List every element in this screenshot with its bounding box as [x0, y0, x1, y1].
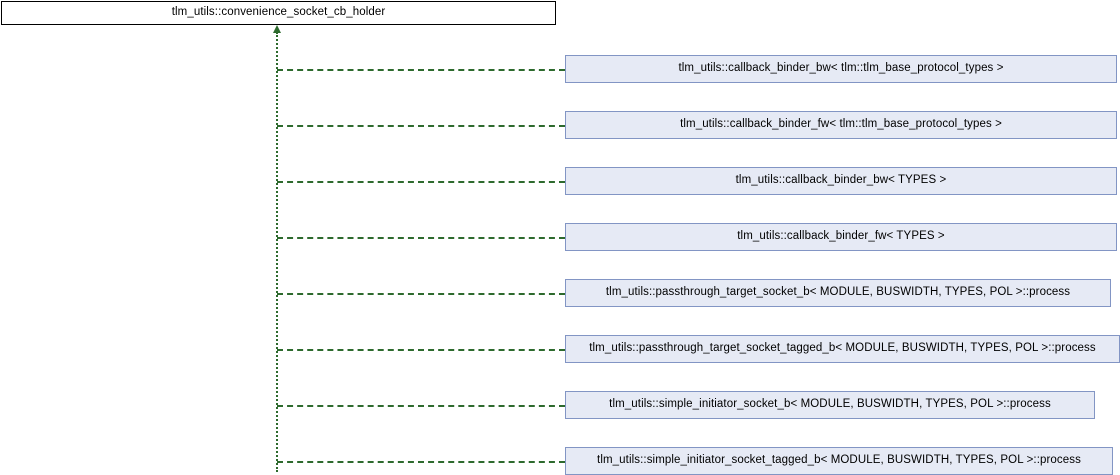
derived-class-label: tlm_utils::callback_binder_fw< TYPES >	[737, 230, 945, 243]
derived-class-node[interactable]: tlm_utils::simple_initiator_socket_tagge…	[565, 447, 1113, 475]
inheritance-connector-line	[277, 181, 565, 183]
inheritance-arrow-icon	[273, 25, 281, 33]
inheritance-connector-line	[277, 237, 565, 239]
derived-class-node[interactable]: tlm_utils::callback_binder_fw< tlm::tlm_…	[565, 111, 1117, 139]
root-class-label: tlm_utils::convenience_socket_cb_holder	[171, 6, 386, 19]
derived-class-node[interactable]: tlm_utils::callback_binder_bw< TYPES >	[565, 167, 1117, 195]
inheritance-connector-line	[277, 461, 565, 463]
derived-class-label: tlm_utils::callback_binder_bw< tlm::tlm_…	[678, 62, 1004, 75]
derived-class-node[interactable]: tlm_utils::callback_binder_fw< TYPES >	[565, 223, 1117, 251]
inheritance-connector-line	[277, 69, 565, 71]
derived-class-label: tlm_utils::callback_binder_fw< tlm::tlm_…	[680, 118, 1002, 131]
inheritance-connector-line	[277, 125, 565, 127]
derived-class-node[interactable]: tlm_utils::passthrough_target_socket_b< …	[565, 279, 1111, 307]
derived-class-node[interactable]: tlm_utils::simple_initiator_socket_b< MO…	[565, 391, 1095, 419]
inheritance-connector-line	[277, 405, 565, 407]
root-class-node[interactable]: tlm_utils::convenience_socket_cb_holder	[1, 1, 556, 25]
derived-class-label: tlm_utils::callback_binder_bw< TYPES >	[735, 174, 947, 187]
derived-class-label: tlm_utils::passthrough_target_socket_tag…	[589, 342, 1096, 355]
derived-class-label: tlm_utils::passthrough_target_socket_b< …	[605, 286, 1071, 299]
derived-class-label: tlm_utils::simple_initiator_socket_b< MO…	[609, 398, 1051, 411]
inheritance-connector-line	[277, 293, 565, 295]
inheritance-trunk-line	[276, 32, 278, 472]
derived-class-node[interactable]: tlm_utils::callback_binder_bw< tlm::tlm_…	[565, 55, 1117, 83]
derived-class-label: tlm_utils::simple_initiator_socket_tagge…	[597, 454, 1081, 467]
inheritance-connector-line	[277, 349, 565, 351]
derived-class-node[interactable]: tlm_utils::passthrough_target_socket_tag…	[565, 335, 1120, 363]
